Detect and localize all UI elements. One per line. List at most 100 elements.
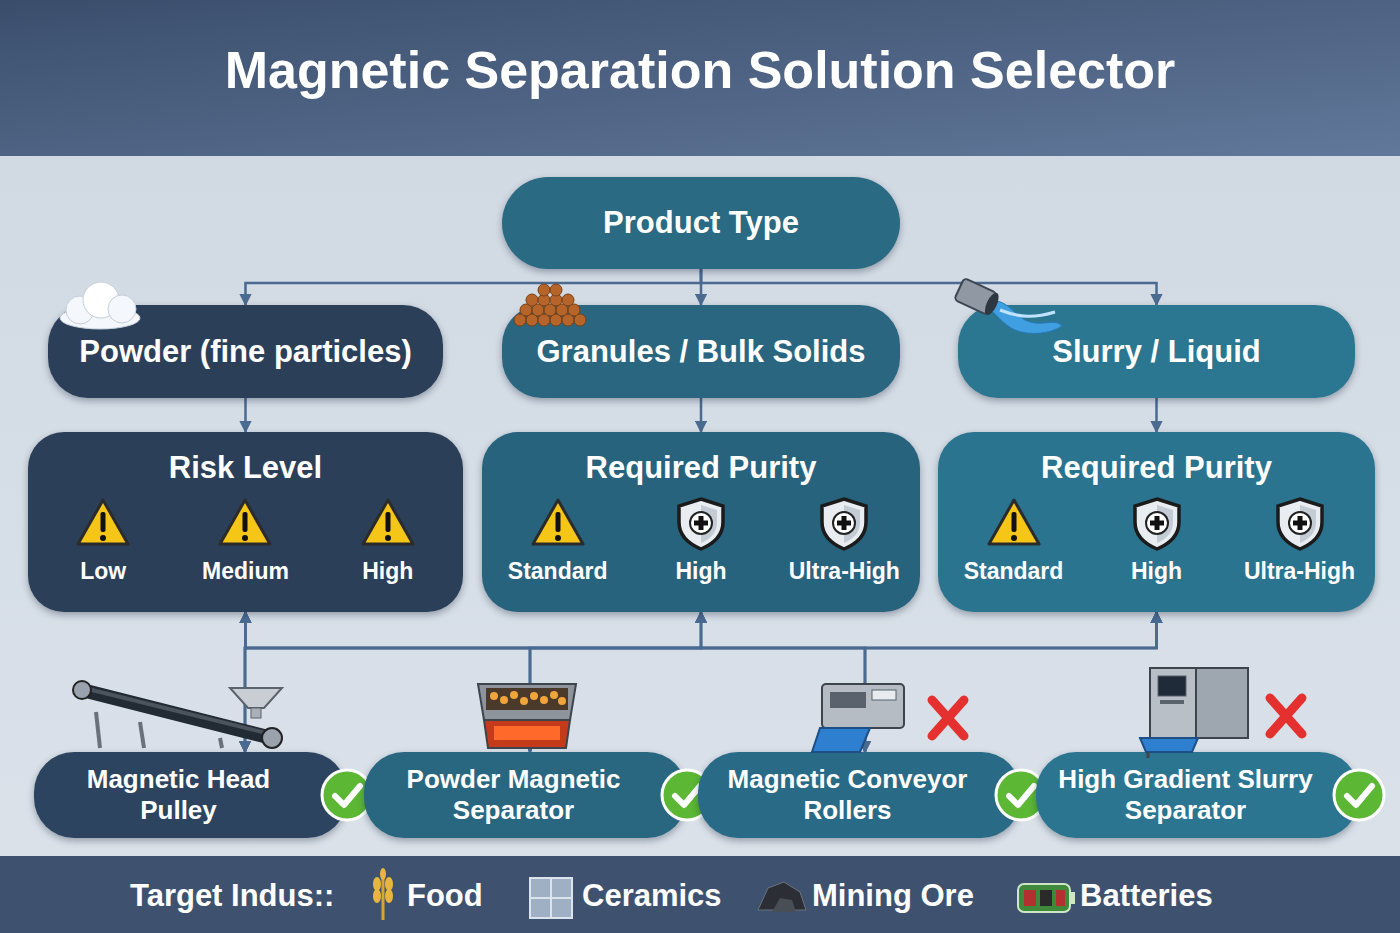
slurry-pour-icon-part-part	[982, 291, 1001, 317]
warning-icon-part	[101, 512, 106, 532]
warning-icon	[74, 496, 132, 552]
option: Standard	[943, 496, 1085, 585]
head-pulley-illustration-part	[262, 728, 282, 748]
flow-connector	[700, 398, 703, 432]
slurry-pour-icon-part	[1000, 310, 1055, 316]
warning-icon-part	[533, 500, 583, 544]
reject-mark-part	[1270, 698, 1302, 734]
wheat-icon-part-part	[385, 877, 393, 891]
category-label: Slurry / Liquid	[1052, 334, 1260, 370]
wheat-icon-part	[382, 876, 385, 920]
panel-heading: Risk Level	[28, 450, 463, 486]
warning-icon-part	[989, 500, 1039, 544]
flow-connector	[246, 612, 866, 752]
ceramic-tile-icon	[530, 878, 572, 918]
slurry-separator-illustration-part	[1160, 700, 1184, 704]
check-icon-part	[335, 786, 360, 805]
option-label: Low	[80, 558, 126, 585]
powder-separator-illustration-part-part	[500, 696, 508, 704]
head-pulley-illustration-part	[230, 688, 282, 708]
flow-connector	[701, 269, 1157, 305]
ore-rock-icon-part	[772, 898, 796, 912]
powder-cloud-icon	[60, 282, 140, 329]
battery-icon-part	[1018, 884, 1070, 912]
slurry-separator-illustration-part	[1150, 668, 1248, 738]
head-pulley-illustration-part	[96, 712, 100, 748]
warning-icon	[359, 496, 417, 552]
warning-icon-part	[1011, 535, 1017, 541]
warning-icon	[529, 496, 587, 552]
footer-band	[0, 856, 1400, 933]
head-pulley-illustration-part	[220, 738, 222, 748]
head-pulley-illustration-part	[73, 681, 91, 699]
shield-icon-part	[1293, 521, 1307, 526]
powder-separator-illustration-part	[490, 691, 566, 705]
flow-connector	[530, 612, 1157, 752]
industry-label: Mining Ore	[812, 878, 974, 914]
warning-icon-part	[363, 500, 413, 544]
warning-icon-part	[385, 535, 391, 541]
powder-separator-illustration-part	[486, 688, 568, 710]
battery-icon-part	[1070, 892, 1075, 904]
slurry-pour-icon-part	[990, 300, 1062, 333]
granules-pile-icon-part	[538, 284, 550, 296]
wheat-icon-part-part	[380, 868, 386, 880]
footer-heading: Target Indus::	[130, 878, 334, 914]
reject-mark-part	[932, 700, 964, 736]
check-icon-part	[1347, 786, 1372, 805]
slurry-pour-icon-part	[954, 278, 1001, 317]
option: Standard	[487, 496, 629, 585]
slurry-separator-illustration-part	[1196, 668, 1248, 738]
slurry-separator-illustration-part	[1147, 752, 1150, 758]
battery-icon-part	[1024, 890, 1036, 906]
conveyor-roller-illustration	[812, 684, 904, 752]
flow-connector	[1155, 398, 1158, 432]
option-row: LowMediumHigh	[28, 496, 463, 585]
wheat-icon-part-part	[373, 877, 381, 891]
solution-box: Magnetic Head Pulley	[34, 752, 347, 838]
conveyor-roller-illustration-part	[830, 692, 866, 708]
head-pulley-illustration-part	[251, 708, 261, 718]
criteria-panel: Risk LevelLowMediumHigh	[28, 432, 463, 612]
conveyor-roller-illustration-part	[822, 684, 904, 728]
powder-separator-illustration-part-part	[510, 691, 518, 699]
battery-icon	[1018, 884, 1075, 912]
warning-icon-part	[100, 535, 106, 541]
powder-separator-illustration-part	[478, 684, 576, 720]
reject-mark	[1270, 698, 1302, 734]
option: High	[317, 496, 458, 585]
industry-label: Food	[407, 878, 483, 914]
shield-icon-part	[837, 521, 851, 526]
powder-separator-illustration-part-part	[558, 697, 566, 705]
warning-icon-part	[242, 535, 248, 541]
reject-mark-part	[1270, 698, 1302, 734]
powder-separator-illustration-part-part	[530, 692, 538, 700]
category-label: Powder (fine particles)	[79, 334, 411, 370]
warning-icon-part	[555, 535, 561, 541]
option-label: Ultra-High	[789, 558, 900, 585]
granules-pile-icon	[514, 284, 586, 326]
slurry-separator-illustration-part	[1158, 676, 1186, 696]
option-label: Standard	[508, 558, 608, 585]
option: Ultra-High	[1229, 496, 1371, 585]
option-label: Standard	[964, 558, 1064, 585]
category-label: Product Type	[603, 205, 799, 241]
flow-connector	[244, 398, 247, 432]
wheat-icon-part	[373, 868, 393, 903]
flow-connector	[246, 269, 702, 305]
solution-label: Magnetic Head Pulley	[50, 764, 307, 826]
criteria-panel: Required PurityStandardHighUltra-High	[482, 432, 920, 612]
shield-icon-part	[679, 499, 723, 549]
option: High	[1086, 496, 1228, 585]
warning-icon-part	[1011, 512, 1016, 532]
check-icon-part	[675, 786, 700, 805]
powder-separator-illustration-part	[484, 720, 570, 748]
option: Low	[33, 496, 174, 585]
reject-mark	[932, 700, 964, 736]
check-icon-part	[1009, 786, 1034, 805]
category-box: Product Type	[502, 177, 900, 269]
shield-icon	[1128, 496, 1186, 552]
conveyor-roller-illustration-part	[812, 728, 870, 752]
